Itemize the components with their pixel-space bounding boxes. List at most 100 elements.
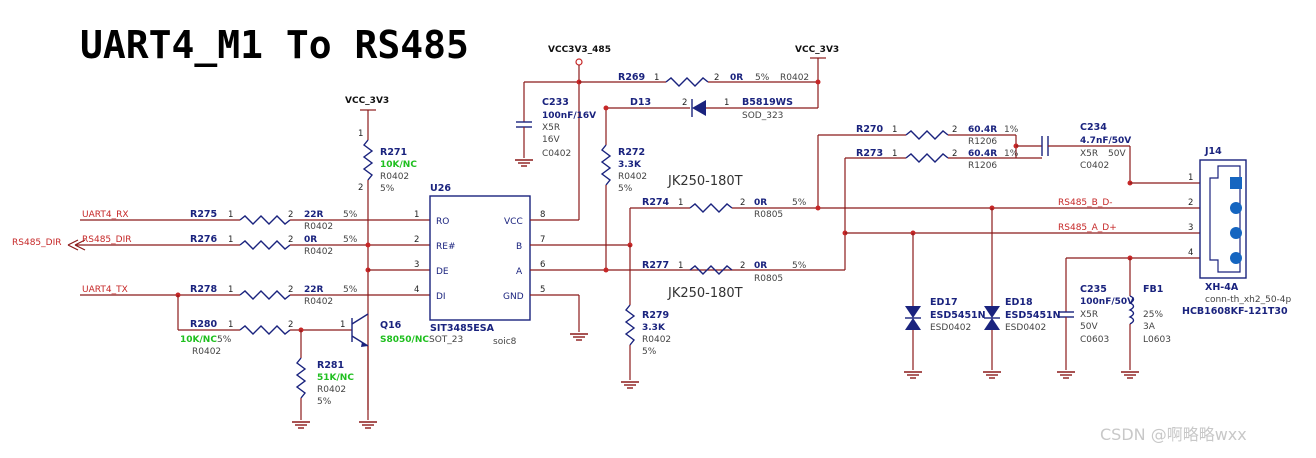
page-title: UART4_M1 To RS485 (80, 23, 469, 67)
c234-diel: X5R (1080, 149, 1098, 159)
r275-pin1: 1 (228, 210, 233, 220)
r274-ref: R274 (642, 197, 670, 208)
r280-pkg: R0402 (192, 347, 221, 357)
port-rs485-dir: RS485_DIR (12, 238, 61, 248)
r271-tol: 5% (380, 184, 395, 194)
r272-pkg: R0402 (618, 172, 647, 182)
r279-value: 3.3K (642, 323, 666, 333)
r277-value: 0R (754, 261, 767, 271)
d13-pin1: 1 (724, 98, 729, 108)
ed18-part: ESD5451N (1005, 310, 1061, 321)
r273-tol: 1% (1004, 149, 1019, 159)
u26-pin-a: A (516, 267, 523, 277)
c235-pkg: C0603 (1080, 335, 1109, 345)
r269-pin1: 1 (654, 73, 659, 83)
r277-pin1: 1 (678, 261, 683, 271)
r274-tol: 5% (792, 198, 807, 208)
watermark: CSDN @啊略略wxx (1100, 425, 1247, 444)
r278-pin2: 2 (288, 285, 293, 295)
r275-tol: 5% (343, 210, 358, 220)
r280-body (239, 325, 291, 335)
r270-value: 60.4R (968, 125, 997, 135)
r277-body (689, 265, 733, 275)
r270-ref: R270 (856, 124, 884, 135)
vcc3v3-485-power: VCC3V3_485 (548, 45, 611, 220)
u26-pin8: 8 (540, 210, 545, 220)
vcc3v3-left-label: VCC_3V3 (345, 96, 389, 106)
r269-ref: R269 (618, 72, 645, 83)
fb1-body (1128, 295, 1135, 325)
r274-body (689, 203, 733, 213)
q16-pin1: 1 (340, 320, 345, 330)
r272-value: 3.3K (618, 160, 642, 170)
r275-value: 22R (304, 210, 324, 220)
j14-pin2: 2 (1188, 198, 1193, 208)
r271-pin1: 1 (358, 129, 363, 139)
jk-top-label: JK250-180T (667, 174, 743, 189)
u26-pin-re: RE# (436, 242, 455, 252)
r276-value: 0R (304, 235, 317, 245)
r273-ref: R273 (856, 148, 883, 159)
r279-body (624, 304, 636, 346)
r278-body (239, 290, 291, 300)
r270-pin2: 2 (952, 125, 957, 135)
r278-pin1: 1 (228, 285, 233, 295)
r277-pin2: 2 (740, 261, 745, 271)
r276-tol: 5% (343, 235, 358, 245)
r273-pkg: R1206 (968, 161, 997, 171)
r278-pkg: R0402 (304, 297, 333, 307)
vcc3v3-left-power: VCC_3V3 (345, 96, 389, 140)
net-rs485-b: RS485_B_D- (1058, 198, 1113, 208)
r278-value: 22R (304, 285, 324, 295)
r276-pin2: 2 (288, 235, 293, 245)
u26-pin7: 7 (540, 235, 545, 245)
net-rs485-dir: RS485_DIR (82, 235, 131, 245)
r270-tol: 1% (1004, 125, 1019, 135)
q16-part: S8050/NC (380, 335, 429, 345)
r277-pkg: R0805 (754, 274, 783, 284)
u26-pin1: 1 (414, 210, 419, 220)
c234-value: 4.7nF/50V (1080, 136, 1131, 146)
u26-pin-gnd: GND (503, 292, 524, 302)
ed17-pkg: ESD0402 (930, 323, 971, 333)
r272-body (600, 144, 612, 186)
c234-ref: C234 (1080, 122, 1107, 133)
c233-pkg: C0402 (542, 149, 571, 159)
r273-value: 60.4R (968, 149, 997, 159)
r273-pin2: 2 (952, 149, 957, 159)
u26-pin4: 4 (414, 285, 419, 295)
net-uart4-rx: UART4_RX (82, 210, 129, 220)
net-uart4-tx: UART4_TX (82, 285, 128, 295)
r273-pin1: 1 (892, 149, 897, 159)
r273-body (905, 153, 949, 163)
r269-tol: 5% (755, 73, 770, 83)
vcc3v3-485-label: VCC3V3_485 (548, 45, 611, 55)
r271-body (362, 139, 374, 181)
j14-part: XH-4A (1205, 282, 1239, 293)
fb1-part: HCB1608KF-121T30 (1182, 306, 1288, 317)
r274-value: 0R (754, 198, 767, 208)
r276-ref: R276 (190, 234, 218, 245)
c233-value: 100nF/16V (542, 111, 596, 121)
c234-pkg: C0402 (1080, 161, 1109, 171)
u26-pin5: 5 (540, 285, 545, 295)
u26-pkg: soic8 (493, 337, 517, 347)
d13-pkg: SOD_323 (742, 111, 783, 121)
j14-ref: J14 (1204, 146, 1222, 157)
r271-pin2: 2 (358, 183, 363, 193)
ed17-part: ESD5451N (930, 310, 986, 321)
r270-body (905, 130, 949, 140)
c235-diel: X5R (1080, 310, 1098, 320)
j14-pin4: 4 (1188, 248, 1193, 258)
r271-pkg: R0402 (380, 172, 409, 182)
d13-body (692, 100, 706, 116)
r279-tol: 5% (642, 347, 657, 357)
fb1-tol: 25% (1143, 310, 1163, 320)
r274-pin2: 2 (740, 198, 745, 208)
r271-value: 10K/NC (380, 160, 417, 170)
c234-volt: 50V (1108, 149, 1126, 159)
u26-pin-di: DI (436, 292, 446, 302)
u26-pin-b: B (516, 242, 522, 252)
r272-ref: R272 (618, 147, 645, 158)
